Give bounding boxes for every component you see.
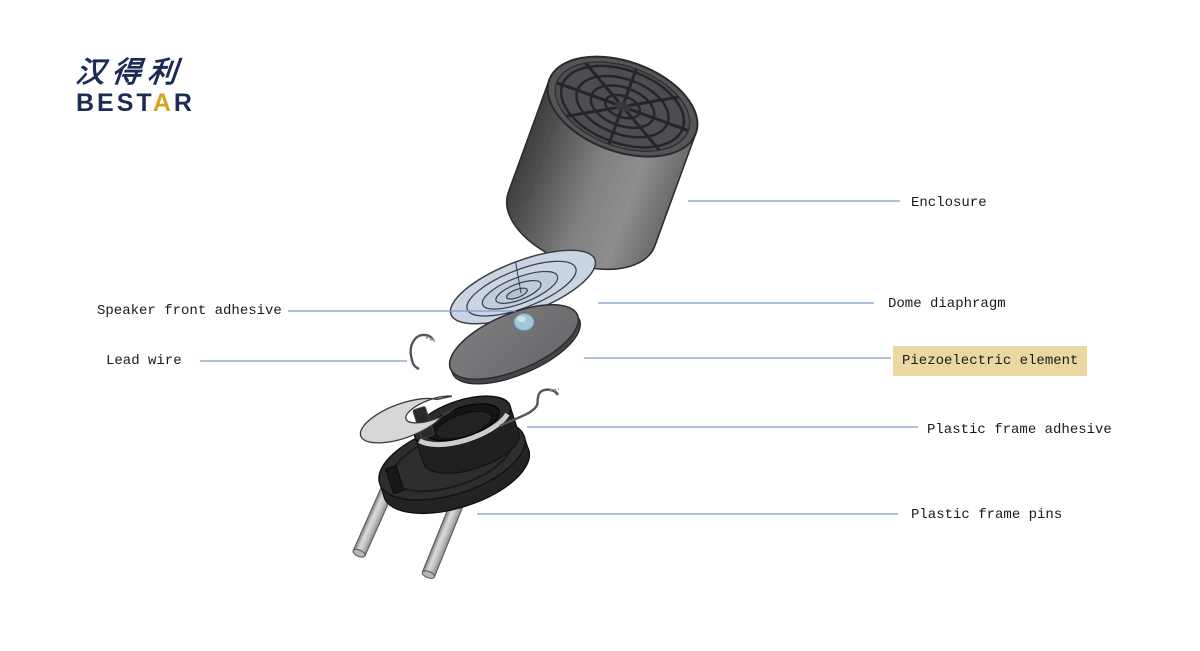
leader-lines (200, 200, 918, 515)
label-plastic-frame-adhesive: Plastic frame adhesive (927, 422, 1112, 438)
bestar-logo: 汉得利 BESTAR (74, 55, 236, 116)
logo-brand-text: BESTAR (76, 90, 236, 116)
plastic-frame-adhesive-ring (359, 395, 458, 444)
logo-brand-pre: BEST (76, 89, 153, 117)
label-dome-diaphragm: Dome diaphragm (888, 296, 1006, 312)
enclosure-grille (556, 62, 689, 152)
speaker-front-adhesive-dot (513, 313, 535, 331)
logo-brand-accent-letter: A (152, 89, 174, 117)
lead-wire-right (499, 387, 560, 428)
dome-diaphragm-part (449, 249, 597, 325)
label-enclosure: Enclosure (911, 195, 987, 211)
lead-wire-left (409, 333, 436, 371)
label-speaker-front-adhesive: Speaker front adhesive (97, 303, 282, 319)
piezoelectric-element-part (448, 303, 582, 385)
plastic-frame-part (352, 395, 531, 579)
enclosure-part (505, 55, 699, 271)
logo-brand-post: R (173, 89, 195, 117)
label-piezoelectric-element: Piezoelectric element (893, 346, 1088, 376)
label-plastic-frame-pins: Plastic frame pins (911, 507, 1063, 523)
label-lead-wire: Lead wire (106, 353, 182, 369)
